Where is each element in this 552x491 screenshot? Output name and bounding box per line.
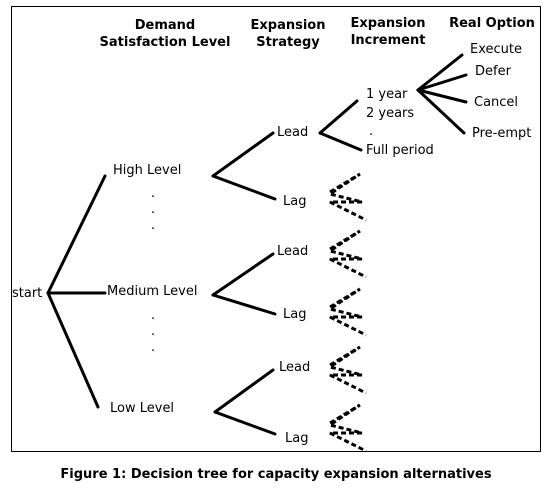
edge-medium-lead <box>211 252 275 297</box>
edge-high-lead <box>211 131 275 178</box>
edge-option-execute <box>416 53 464 92</box>
edge-low-lead <box>213 368 275 414</box>
increment-2-years: 2 years <box>366 106 415 121</box>
edge-option-defer <box>416 73 468 92</box>
node-medium-lag: Lag <box>283 307 307 322</box>
edge-high-lag <box>211 174 277 201</box>
dashed-zigzag-high-lag <box>326 172 367 222</box>
edge-option-preempt <box>416 88 466 135</box>
edge-low-lag <box>213 410 277 436</box>
header-option-text: Real Option <box>449 16 535 31</box>
edge-lead-1year <box>318 99 359 135</box>
ellipsis-high-medium: . . . <box>150 186 156 233</box>
dashed-zigzag-low-lead <box>326 345 367 395</box>
option-pre-empt: Pre-empt <box>472 126 532 141</box>
edge-start-low <box>46 291 100 409</box>
header-demand-satisfaction-level: Demand Satisfaction Level <box>90 17 240 51</box>
option-defer: Defer <box>475 64 511 79</box>
node-low-lead: Lead <box>279 360 311 375</box>
dashed-zigzag-low-lag <box>326 403 367 453</box>
header-expansion-increment: Expansion Increment <box>346 15 430 49</box>
dashed-zigzag-medium-lag <box>326 287 367 337</box>
node-high-lead: Lead <box>277 125 309 140</box>
header-strategy-text: Expansion Strategy <box>250 18 326 50</box>
increment-ellipsis: . <box>369 124 374 139</box>
node-high-level: High Level <box>113 163 182 178</box>
header-increment-text: Expansion Increment <box>350 16 426 48</box>
node-high-lag: Lag <box>283 194 307 209</box>
increment-1-year: 1 year <box>366 87 408 102</box>
node-low-level: Low Level <box>110 401 175 416</box>
edge-start-high <box>46 174 107 295</box>
node-medium-lead: Lead <box>277 244 309 259</box>
option-cancel: Cancel <box>474 95 519 110</box>
header-demand-text: Demand Satisfaction Level <box>99 18 231 50</box>
dashed-zigzag-medium-lead <box>326 229 367 279</box>
ellipsis-medium-low: . . . <box>150 308 156 355</box>
option-execute: Execute <box>470 42 522 57</box>
node-low-lag: Lag <box>285 431 309 446</box>
header-real-option: Real Option <box>446 15 538 32</box>
figure-caption: Figure 1: Decision tree for capacity exp… <box>60 467 492 482</box>
node-start: start <box>12 286 43 301</box>
header-expansion-strategy: Expansion Strategy <box>246 17 330 51</box>
node-medium-level: Medium Level <box>107 284 198 299</box>
increment-full-period: Full period <box>366 143 434 158</box>
edge-lead-fullperiod <box>318 131 363 152</box>
diagram-frame <box>11 6 541 452</box>
edge-medium-lag <box>211 293 277 316</box>
edge-option-cancel <box>416 88 468 104</box>
